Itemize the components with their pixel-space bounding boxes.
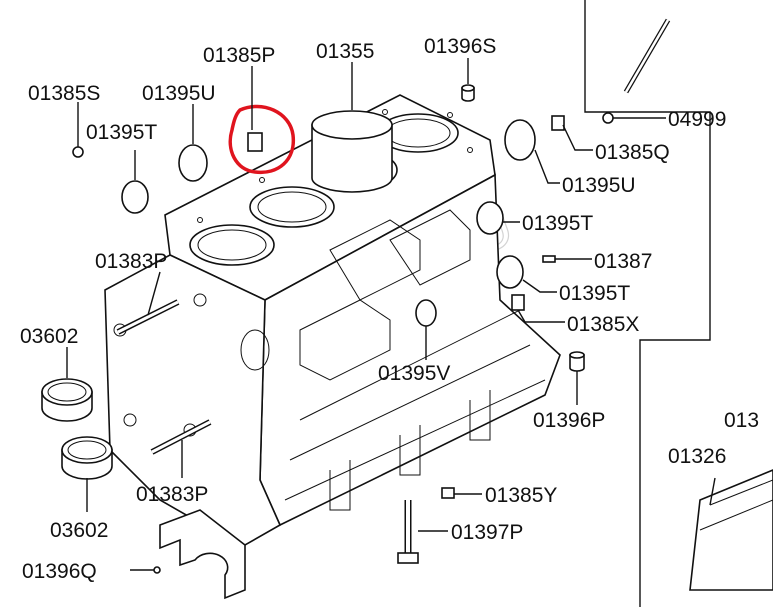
label-01395T-left[interactable]: 01395T [86, 121, 157, 144]
highlight-circle [228, 104, 295, 175]
inset-frame [584, 0, 711, 607]
label-01355[interactable]: 01355 [316, 40, 374, 63]
label-01396Q[interactable]: 01396Q [22, 560, 97, 583]
cylinder-liner-01355 [311, 110, 393, 193]
label-01383P-top[interactable]: 01383P [95, 250, 167, 273]
bore-2 [249, 186, 335, 228]
label-04999[interactable]: 04999 [668, 108, 726, 131]
gasket-01326 [689, 469, 773, 591]
label-01385S[interactable]: 01385S [28, 82, 100, 105]
label-01385Q[interactable]: 01385Q [595, 141, 670, 164]
label-01397P[interactable]: 01397P [451, 521, 523, 544]
label-03602-bottom[interactable]: 03602 [50, 519, 108, 542]
label-01387[interactable]: 01387 [594, 250, 652, 273]
label-01395T-right-2[interactable]: 01395T [559, 282, 630, 305]
label-013-cut[interactable]: 013 [724, 409, 759, 432]
label-01395T-right-1[interactable]: 01395T [522, 212, 593, 235]
label-01395V[interactable]: 01395V [378, 362, 450, 385]
small-parts [41, 84, 585, 600]
label-01385Y[interactable]: 01385Y [485, 484, 557, 507]
label-01396S[interactable]: 01396S [424, 35, 496, 58]
bore-1 [189, 224, 275, 266]
label-01395U-right[interactable]: 01395U [562, 174, 636, 197]
part-labels: 01385P 01355 01396S 01385S 01395U 01395T… [20, 35, 759, 583]
dipstick-04999 [602, 18, 671, 124]
label-01326[interactable]: 01326 [668, 445, 726, 468]
label-01385P-top[interactable]: 01385P [203, 44, 275, 67]
label-01396P[interactable]: 01396P [533, 409, 605, 432]
label-01395U-left[interactable]: 01395U [142, 82, 216, 105]
cylinder-block [104, 94, 561, 546]
label-01383P-bottom[interactable]: 01383P [136, 483, 208, 506]
leader-lines [66, 58, 716, 571]
label-01385X[interactable]: 01385X [567, 313, 639, 336]
label-03602-top[interactable]: 03602 [20, 325, 78, 348]
